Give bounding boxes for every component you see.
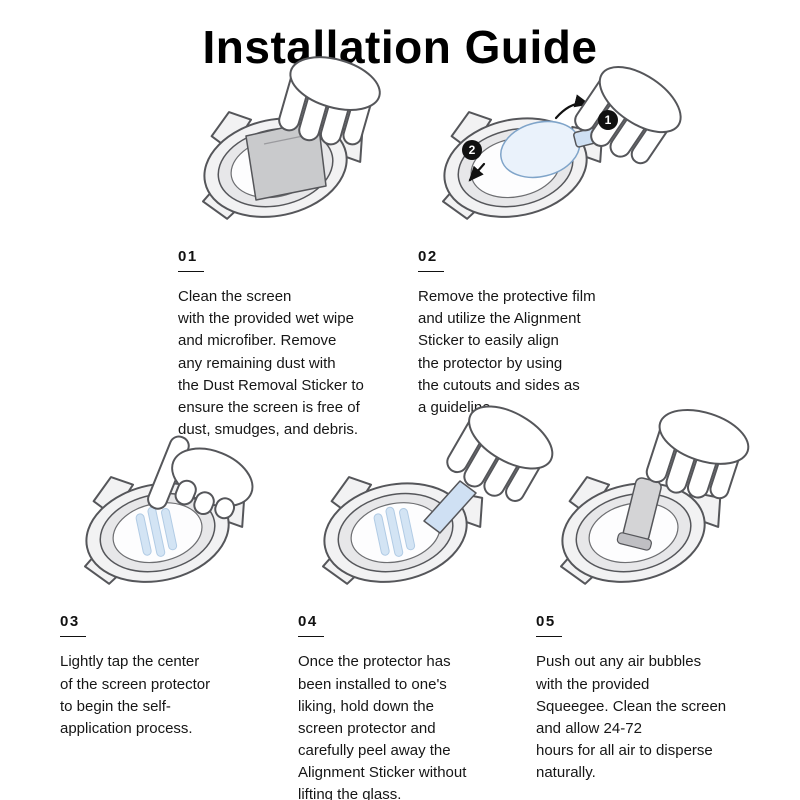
watch-tap-drawing xyxy=(83,435,254,586)
squeegee-icon xyxy=(616,477,662,551)
step-01: 01 Clean the screen with the provided we… xyxy=(168,56,392,441)
arrow-down-left-icon xyxy=(468,162,486,182)
step-04-illustration xyxy=(288,405,554,603)
tapping-finger-icon xyxy=(147,435,254,520)
step-01-illustration xyxy=(168,56,392,238)
watch-icon xyxy=(321,476,484,586)
steps-row-top: 01 Clean the screen with the provided we… xyxy=(0,56,800,441)
watch-icon xyxy=(83,476,246,586)
step-description: Lightly tap the center of the screen pro… xyxy=(60,653,211,737)
hand-icon xyxy=(645,409,750,500)
step-description: Push out any air bubbles with the provid… xyxy=(536,653,727,782)
hand-icon xyxy=(278,56,381,146)
step-05-body: 05 Push out any air bubbles with the pro… xyxy=(526,603,750,784)
watch-wipe-drawing xyxy=(201,56,381,220)
step-description: Once the protector has been installed to… xyxy=(298,653,467,800)
step-01-body: 01 Clean the screen with the provided we… xyxy=(168,238,392,441)
step-05: 05 Push out any air bubbles with the pro… xyxy=(526,409,750,784)
step-number: 05 xyxy=(536,613,562,638)
watch-peel-drawing xyxy=(321,405,554,586)
step-description: Remove the protective film and utilize t… xyxy=(418,288,596,416)
step-badge-1: 1 xyxy=(598,110,618,130)
step-03: 03 Lightly tap the center of the screen … xyxy=(50,435,274,740)
protector-film-icon xyxy=(373,507,416,558)
step-02: 1 2 02 Remove the protective film and ut… xyxy=(408,66,682,419)
alignment-sticker-tab-icon xyxy=(423,480,477,535)
step-number: 04 xyxy=(298,613,324,638)
step-number: 02 xyxy=(418,248,444,272)
peeling-hand-icon xyxy=(446,405,554,503)
step-description: Clean the screen with the provided wet w… xyxy=(178,288,364,439)
step-03-body: 03 Lightly tap the center of the screen … xyxy=(50,603,274,740)
page-title: Installation Guide xyxy=(202,21,598,73)
step-04: 04 Once the protector has been installed… xyxy=(288,405,554,800)
step-badge-2: 2 xyxy=(462,140,482,160)
step-04-body: 04 Once the protector has been installed… xyxy=(288,603,512,800)
step-02-body: 02 Remove the protective film and utiliz… xyxy=(408,238,632,419)
watch-alignment-drawing xyxy=(441,66,682,220)
step-number: 01 xyxy=(178,248,204,272)
watch-squeegee-drawing xyxy=(559,409,750,586)
step-number: 03 xyxy=(60,613,86,638)
steps-row-bottom: 03 Lightly tap the center of the screen … xyxy=(0,405,800,800)
protector-film-icon xyxy=(135,507,178,558)
step-03-illustration xyxy=(50,435,274,603)
hand-icon xyxy=(574,66,682,165)
step-05-illustration xyxy=(526,409,750,603)
step-02-illustration: 1 2 xyxy=(408,66,682,238)
